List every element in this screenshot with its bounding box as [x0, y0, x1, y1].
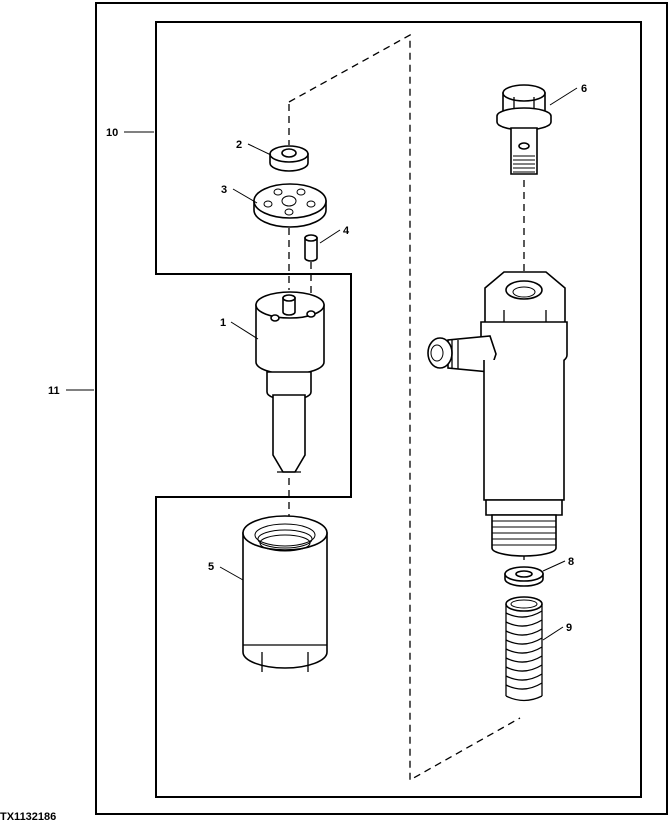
inner-frame-group-10	[155, 21, 642, 798]
part-2-seal	[269, 145, 309, 172]
callout-9: 9	[566, 622, 572, 634]
callout-11: 11	[48, 385, 60, 397]
leader-2	[247, 143, 272, 156]
leader-9	[542, 626, 564, 641]
leader-5	[219, 566, 244, 581]
part-1-nozzle	[255, 291, 325, 473]
leader-8	[542, 560, 566, 572]
part-8-washer	[504, 566, 544, 587]
part-4-pin	[304, 234, 318, 310]
outer-frame	[95, 2, 668, 815]
leader-3	[232, 188, 258, 204]
part-6-bolt	[496, 84, 552, 175]
callout-2: 2	[236, 139, 242, 151]
callout-8: 8	[568, 556, 574, 568]
callout-6: 6	[581, 83, 587, 95]
injector-body	[427, 271, 568, 557]
part-5-nut	[242, 515, 328, 672]
assembly-dashed-line	[288, 33, 521, 782]
callout-3: 3	[221, 184, 227, 196]
leader-6	[549, 87, 578, 106]
figure-id: TX1132186	[0, 811, 56, 823]
part-9-spring	[505, 596, 543, 702]
leader-4	[319, 229, 341, 244]
callout-10: 10	[106, 127, 118, 139]
callout-5: 5	[208, 561, 214, 573]
callout-1: 1	[220, 317, 226, 329]
callout-4: 4	[343, 225, 350, 237]
part-3-plate	[253, 183, 327, 228]
leader-1	[230, 321, 259, 340]
